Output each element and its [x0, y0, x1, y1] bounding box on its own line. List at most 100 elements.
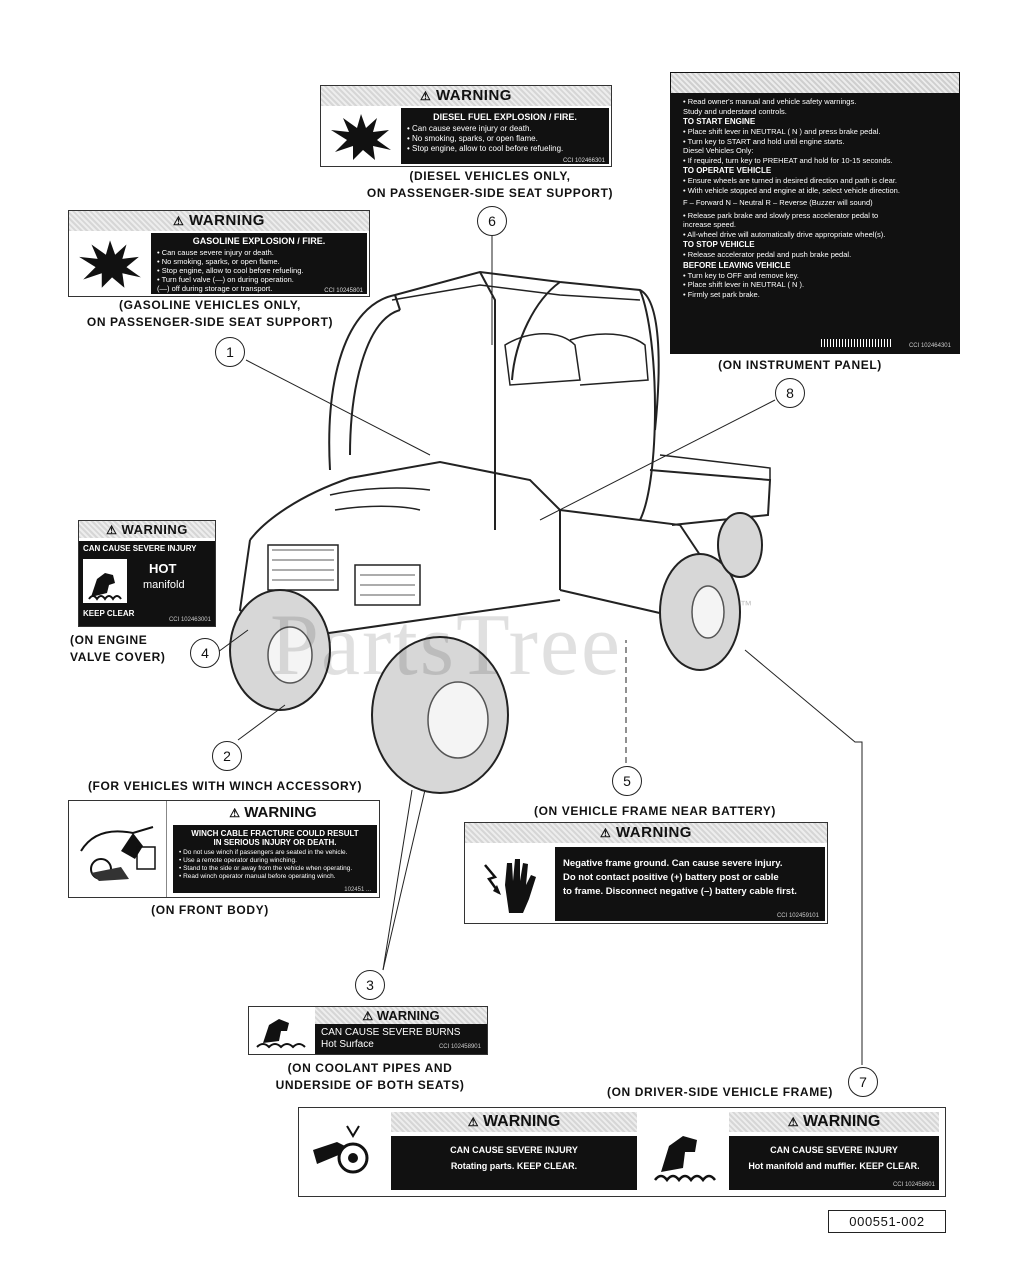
battery-line: Negative frame ground. Can cause severe …: [563, 858, 783, 869]
winch-line: • Stand to the side or away from the veh…: [179, 865, 353, 872]
driver-frame-text-right: CAN CAUSE SEVERE INJURY Hot manifold and…: [729, 1136, 939, 1190]
hot-surface-icon: [647, 1116, 723, 1188]
winch-title: IN SERIOUS INJURY OR DEATH.: [213, 838, 337, 847]
rotating-parts-icon: [307, 1116, 383, 1188]
gasoline-title: GASOLINE EXPLOSION / FIRE.: [192, 236, 326, 246]
warning-header-right: ⚠ WARNING: [729, 1112, 939, 1132]
diesel-caption-line-2: ON PASSENGER-SIDE SEAT SUPPORT): [366, 186, 614, 200]
diesel-title: DIESEL FUEL EXPLOSION / FIRE.: [433, 112, 577, 122]
winch-caption-top: (FOR VEHICLES WITH WINCH ACCESSORY): [87, 779, 363, 793]
callout-6: 6: [477, 206, 507, 236]
diesel-caption-line-1: (DIESEL VEHICLES ONLY,: [409, 169, 571, 183]
barcode: [821, 339, 891, 347]
winch-caption-bottom: (ON FRONT BODY): [151, 903, 269, 917]
gasoline-line: • Stop engine, allow to cool before refu…: [157, 266, 304, 275]
direction-legend: F – Forward N – Neutral R – Reverse (Buz…: [683, 198, 873, 207]
winch-title: WINCH CABLE FRACTURE COULD RESULT: [191, 829, 359, 838]
instrument-heading: TO STOP VEHICLE: [683, 240, 755, 249]
gasoline-warning-text: GASOLINE EXPLOSION / FIRE. • Can cause s…: [151, 233, 367, 294]
label-code: CCI 102458901: [438, 1044, 481, 1050]
keep-clear-text: KEEP CLEAR: [83, 609, 135, 618]
winch-icon: [80, 826, 156, 881]
instrument-line: Study and understand controls.: [683, 106, 787, 116]
electric-shock-icon: [471, 849, 547, 919]
diesel-line: • No smoking, sparks, or open flame.: [407, 134, 538, 143]
manifold-text: manifold: [143, 579, 185, 591]
driver-frame-line-right: Hot manifold and muffler. KEEP CLEAR.: [748, 1161, 920, 1171]
instrument-panel-label: • Read owner's manual and vehicle safety…: [670, 72, 960, 354]
callout-1: 1: [215, 337, 245, 367]
warning-header: ⚠ WARNING: [315, 1007, 487, 1024]
driver-frame-caption: (ON DRIVER-SIDE VEHICLE FRAME): [606, 1085, 833, 1099]
driver-frame-text-left: CAN CAUSE SEVERE INJURY Rotating parts. …: [391, 1136, 637, 1190]
hot-manifold-caption-line-1: (ON ENGINE: [70, 633, 148, 647]
gasoline-line: • Turn fuel valve (—) on during operatio…: [157, 275, 294, 284]
burns-line-2: Hot Surface: [321, 1039, 374, 1050]
part-number: 000551-002: [828, 1210, 946, 1233]
gasoline-caption: (GASOLINE VEHICLES ONLY, ON PASSENGER-SI…: [70, 297, 350, 331]
diesel-line: • Can cause severe injury or death.: [407, 124, 532, 133]
label-code: CCI 10245801: [324, 288, 363, 294]
burns-line-1: CAN CAUSE SEVERE BURNS: [321, 1027, 461, 1038]
gasoline-line: • Can cause severe injury or death.: [157, 248, 274, 257]
warning-header: ⚠ WARNING: [465, 823, 827, 843]
instrument-line: • If required, turn key to PREHEAT and h…: [683, 155, 893, 165]
battery-line: to frame. Disconnect negative (–) batter…: [563, 886, 797, 897]
callout-5: 5: [612, 766, 642, 796]
gasoline-line: (—) off during storage or transport.: [157, 284, 273, 293]
gasoline-warning-label: ⚠ WARNING GASOLINE EXPLOSION / FIRE. • C…: [68, 210, 370, 297]
label-code: CCI 102464301: [908, 343, 951, 349]
instrument-line: • Release park brake and slowly press ac…: [683, 210, 879, 220]
burns-warning-text: CAN CAUSE SEVERE BURNS Hot Surface: [315, 1024, 487, 1054]
burns-caption-line-2: UNDERSIDE OF BOTH SEATS): [275, 1078, 465, 1092]
callout-2: 2: [212, 741, 242, 771]
driver-frame-line-left: Rotating parts. KEEP CLEAR.: [450, 1161, 578, 1171]
label-code: CCI 102458601: [892, 1182, 935, 1188]
battery-caption: (ON VEHICLE FRAME NEAR BATTERY): [534, 804, 776, 818]
label-code: CCI 102459101: [776, 913, 819, 919]
hot-surface-icon: [253, 1011, 311, 1051]
winch-label: ⚠ WARNING WINCH CABLE FRACTURE COULD RES…: [68, 800, 380, 898]
diesel-line: • Stop engine, allow to cool before refu…: [407, 144, 564, 153]
gasoline-caption-line-1: (GASOLINE VEHICLES ONLY,: [119, 298, 301, 312]
burns-caption: (ON COOLANT PIPES AND UNDERSIDE OF BOTH …: [240, 1060, 500, 1094]
battery-warning-label: ⚠ WARNING Negative frame ground. Can cau…: [464, 822, 828, 924]
hot-text: HOT: [149, 561, 177, 576]
instrument-caption: (ON INSTRUMENT PANEL): [718, 358, 882, 372]
driver-frame-warning-label: ⚠ WARNING CAN CAUSE SEVERE INJURY Rotati…: [298, 1107, 946, 1197]
callout-3: 3: [355, 970, 385, 1000]
label-band: [671, 73, 959, 93]
winch-warning-text: WINCH CABLE FRACTURE COULD RESULT IN SER…: [173, 825, 377, 893]
instrument-line: • Turn key to OFF and remove key.: [683, 270, 799, 280]
label-code: CCI 102463001: [168, 617, 211, 623]
diesel-warning-label: ⚠ WARNING DIESEL FUEL EXPLOSION / FIRE. …: [320, 85, 612, 167]
winch-line: • Do not use winch if passengers are sea…: [179, 849, 348, 856]
gasoline-line: • No smoking, sparks, or open flame.: [157, 257, 280, 266]
hot-manifold-subtitle: CAN CAUSE SEVERE INJURY: [83, 544, 197, 553]
warning-header: ⚠ WARNING: [79, 521, 215, 538]
warning-header: ⚠ WARNING: [229, 804, 317, 821]
hot-manifold-label: ⚠ WARNING CAN CAUSE SEVERE INJURY HOT ma…: [78, 520, 216, 627]
explosion-icon: [75, 236, 145, 290]
label-code: CCI 102466301: [562, 158, 605, 164]
watermark: PartsTree: [270, 597, 623, 694]
instrument-line: • Place shift lever in NEUTRAL ( N ) and…: [683, 127, 881, 136]
instrument-heading: TO START ENGINE: [683, 117, 756, 126]
diesel-caption: (DIESEL VEHICLES ONLY, ON PASSENGER-SIDE…: [350, 168, 630, 202]
instrument-line: • Release accelerator pedal and push bra…: [683, 250, 852, 259]
instrument-line: • All-wheel drive will automatically dri…: [683, 229, 886, 239]
burns-warning-label: ⚠ WARNING CAN CAUSE SEVERE BURNS Hot Sur…: [248, 1006, 488, 1055]
gasoline-caption-line-2: ON PASSENGER-SIDE SEAT SUPPORT): [86, 315, 334, 329]
diesel-warning-text: DIESEL FUEL EXPLOSION / FIRE. • Can caus…: [401, 108, 609, 164]
trademark: ™: [740, 598, 752, 612]
warning-header: ⚠ WARNING: [69, 211, 369, 231]
explosion-icon: [327, 110, 395, 162]
instrument-heading: BEFORE LEAVING VEHICLE: [683, 260, 791, 270]
driver-frame-sub-left: CAN CAUSE SEVERE INJURY: [450, 1145, 578, 1155]
winch-line: • Read winch operator manual before oper…: [179, 873, 336, 880]
warning-header-left: ⚠ WARNING: [391, 1112, 637, 1132]
instrument-line: increase speed.: [683, 220, 736, 229]
winch-line: • Use a remote operator during winching.: [179, 857, 297, 864]
instrument-line: • With vehicle stopped and engine at idl…: [683, 185, 900, 195]
